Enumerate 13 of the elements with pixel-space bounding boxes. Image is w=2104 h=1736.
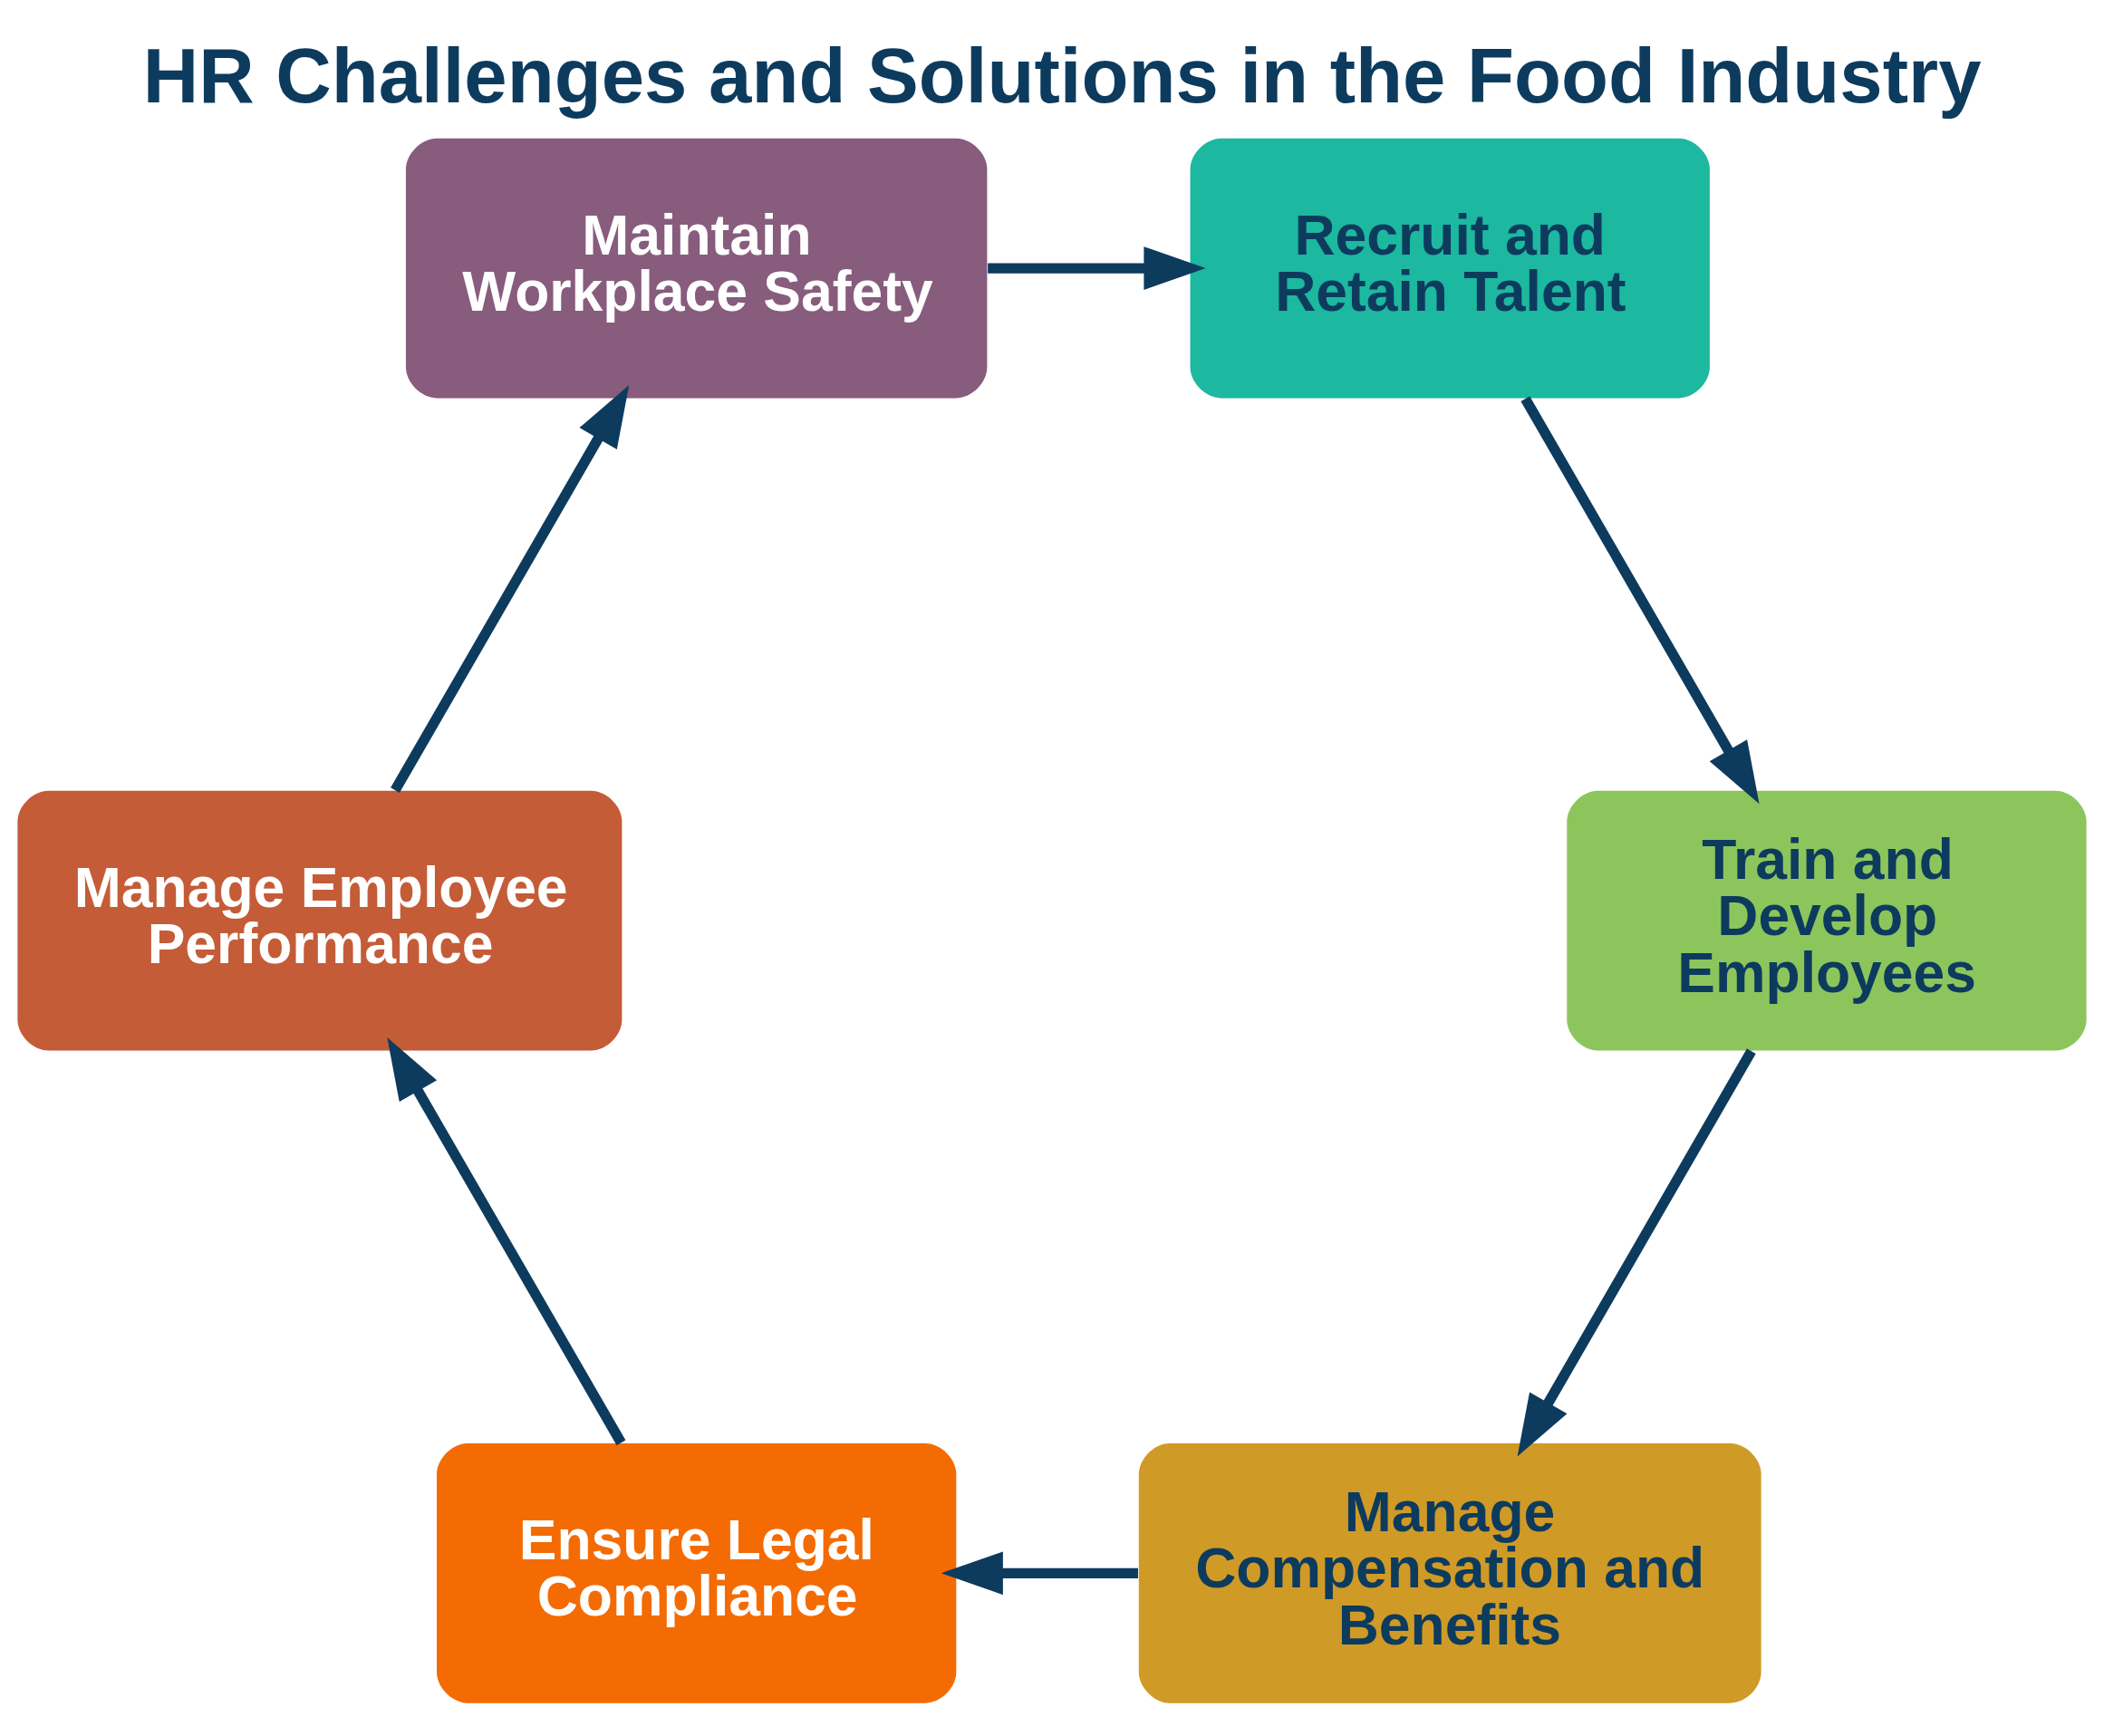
arrow	[941, 1551, 1138, 1596]
arrow	[988, 246, 1206, 290]
node-box: Manage Compensation and Benefits	[1138, 1443, 1761, 1703]
arrow	[1517, 1048, 1756, 1457]
node-box: Manage Employee Performance	[17, 790, 623, 1051]
node-box: Ensure Legal Compliance	[437, 1443, 957, 1703]
arrow	[1520, 396, 1760, 805]
arrow	[387, 1037, 626, 1446]
node-box: Maintain Workplace Safety	[405, 138, 988, 399]
node-box: Train and Develop Employees	[1567, 790, 2087, 1051]
node-box: Recruit and Retain Talent	[1190, 138, 1710, 399]
arrow	[391, 384, 630, 793]
diagram-title: HR Challenges and Solutions in the Food Industry	[142, 32, 1982, 119]
